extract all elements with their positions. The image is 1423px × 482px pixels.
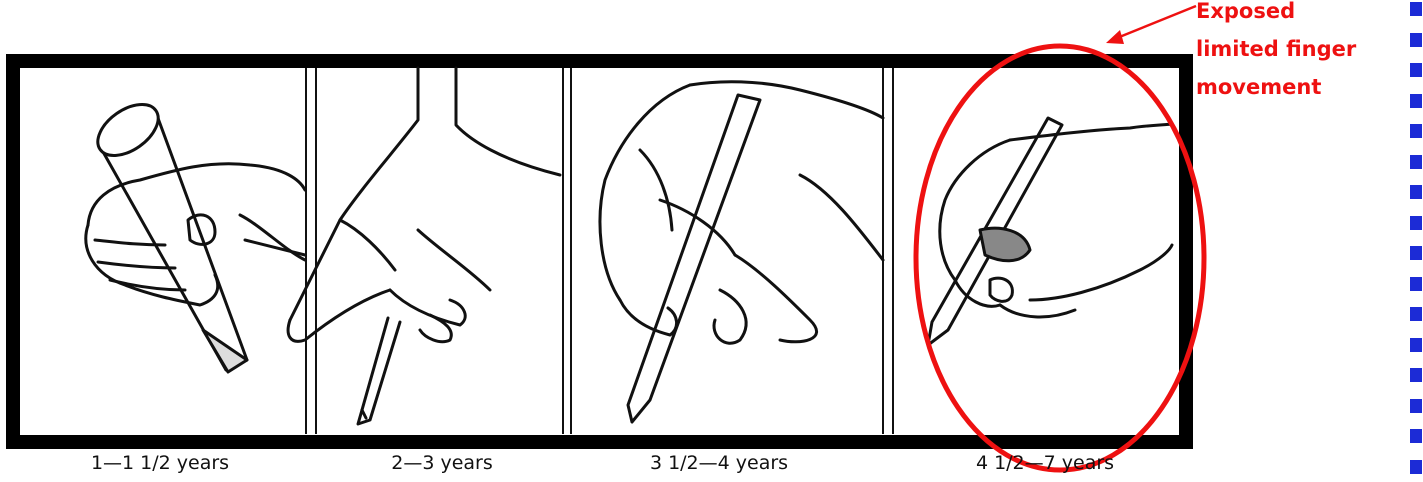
edge-bullet-mark [1410,399,1422,413]
panel-3-caption: 3 1/2—4 years [589,452,849,474]
panel-2-caption: 2—3 years [312,452,572,474]
annotation-arrowhead [1106,30,1124,44]
edge-bullet-mark [1410,429,1422,443]
annotation-arrow [1112,6,1196,40]
annotation-line-2: limited finger [1196,30,1416,68]
edge-bullet-mark [1410,307,1422,321]
edge-bullet-mark [1410,185,1422,199]
edge-bullet-mark [1410,124,1422,138]
edge-bullet-mark [1410,155,1422,169]
panel-dividers [306,68,893,434]
edge-bullet-mark [1410,460,1422,474]
panel-2-pronated-grip-drawing [288,68,560,424]
panel-4-caption: 4 1/2—7 years [915,452,1175,474]
edge-bullet-column [1410,0,1423,482]
edge-bullet-mark [1410,246,1422,260]
edge-bullet-mark [1410,63,1422,77]
edge-bullet-mark [1410,33,1422,47]
annotation-line-3: movement [1196,68,1416,106]
edge-bullet-mark [1410,338,1422,352]
annotation-text: Exposed limited finger movement [1196,0,1416,106]
tripod-highlight-annotation [916,6,1204,470]
edge-bullet-mark [1410,368,1422,382]
edge-bullet-mark [1410,277,1422,291]
edge-bullet-mark [1410,216,1422,230]
edge-bullet-mark [1410,2,1422,16]
panel-1-caption: 1—1 1/2 years [30,452,290,474]
panel-1-fist-grip-drawing [86,94,305,372]
panel-3-quadrupod-grip-drawing [600,82,883,422]
edge-bullet-mark [1410,94,1422,108]
annotation-line-1: Exposed [1196,0,1416,30]
panel-4-tripod-grip-drawing [928,118,1172,345]
